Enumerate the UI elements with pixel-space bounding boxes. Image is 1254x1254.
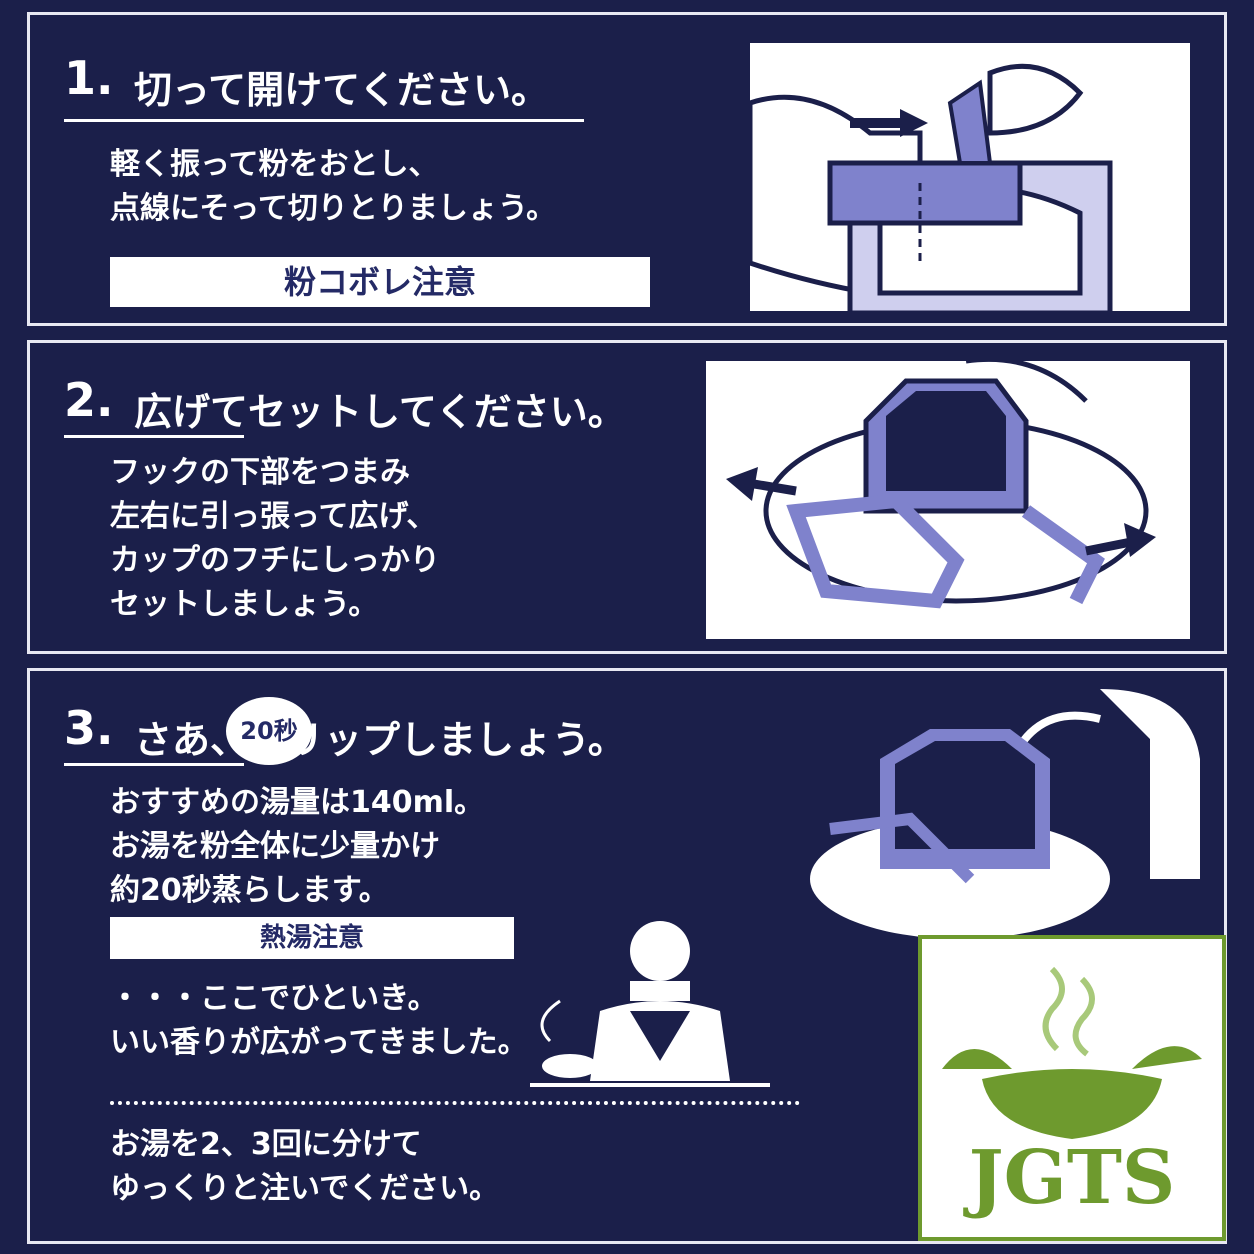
- step-1-warning: 粉コボレ注意: [110, 257, 650, 307]
- step-1-underline: [64, 119, 584, 122]
- set-on-cup-illustration: [706, 356, 1190, 639]
- step-3-warning: 熱湯注意: [110, 917, 514, 959]
- dotted-divider: [110, 1101, 800, 1105]
- step-3-number: 3.: [64, 701, 114, 755]
- barista-illustration: [510, 911, 770, 1101]
- step-2-number: 2.: [64, 373, 114, 427]
- step-3-pause-text: ・・・ここでひといき。 いい香りが広がってきました。: [110, 981, 528, 1060]
- jgts-logo: JGTS: [918, 935, 1226, 1241]
- step-3-final-text: お湯を2、3回に分けて ゆっくりと注いでください。: [110, 1127, 500, 1206]
- tear-open-illustration: [747, 43, 1190, 316]
- step-2-panel: 2. 広げてセットしてください。 フックの下部をつまみ 左右に引っ張って広げ、 …: [27, 340, 1227, 654]
- drip-illustration: [770, 679, 1226, 949]
- step-2-title: 広げてセットしてください。: [134, 390, 626, 434]
- step-3-body: おすすめの湯量は140ml。 お湯を粉全体に少量かけ 約20秒蒸らします。: [110, 785, 485, 908]
- step-1-panel: 1. 切って開けてください。 軽く振って粉をおとし、 点線にそって切りとりましょ…: [27, 12, 1227, 326]
- timer-bubble: 20秒: [226, 697, 312, 765]
- step-1-number: 1.: [64, 51, 114, 105]
- step-2-body: フックの下部をつまみ 左右に引っ張って広げ、 カップのフチにしっかり セットしま…: [110, 455, 440, 622]
- tea-cup-icon: [942, 966, 1202, 1139]
- logo-text: JGTS: [968, 1135, 1176, 1221]
- step-3-underline: [64, 763, 244, 766]
- step-1-title: 切って開けてください。: [134, 68, 549, 112]
- step-3-panel: 3. さあ、ドリップしましょう。 おすすめの湯量は140ml。 お湯を粉全体に少…: [27, 668, 1227, 1244]
- step-3-title: さあ、ドリップしましょう。: [134, 718, 626, 762]
- step-2-underline: [64, 435, 244, 438]
- step-1-body: 軽く振って粉をおとし、 点線にそって切りとりましょう。: [110, 147, 557, 226]
